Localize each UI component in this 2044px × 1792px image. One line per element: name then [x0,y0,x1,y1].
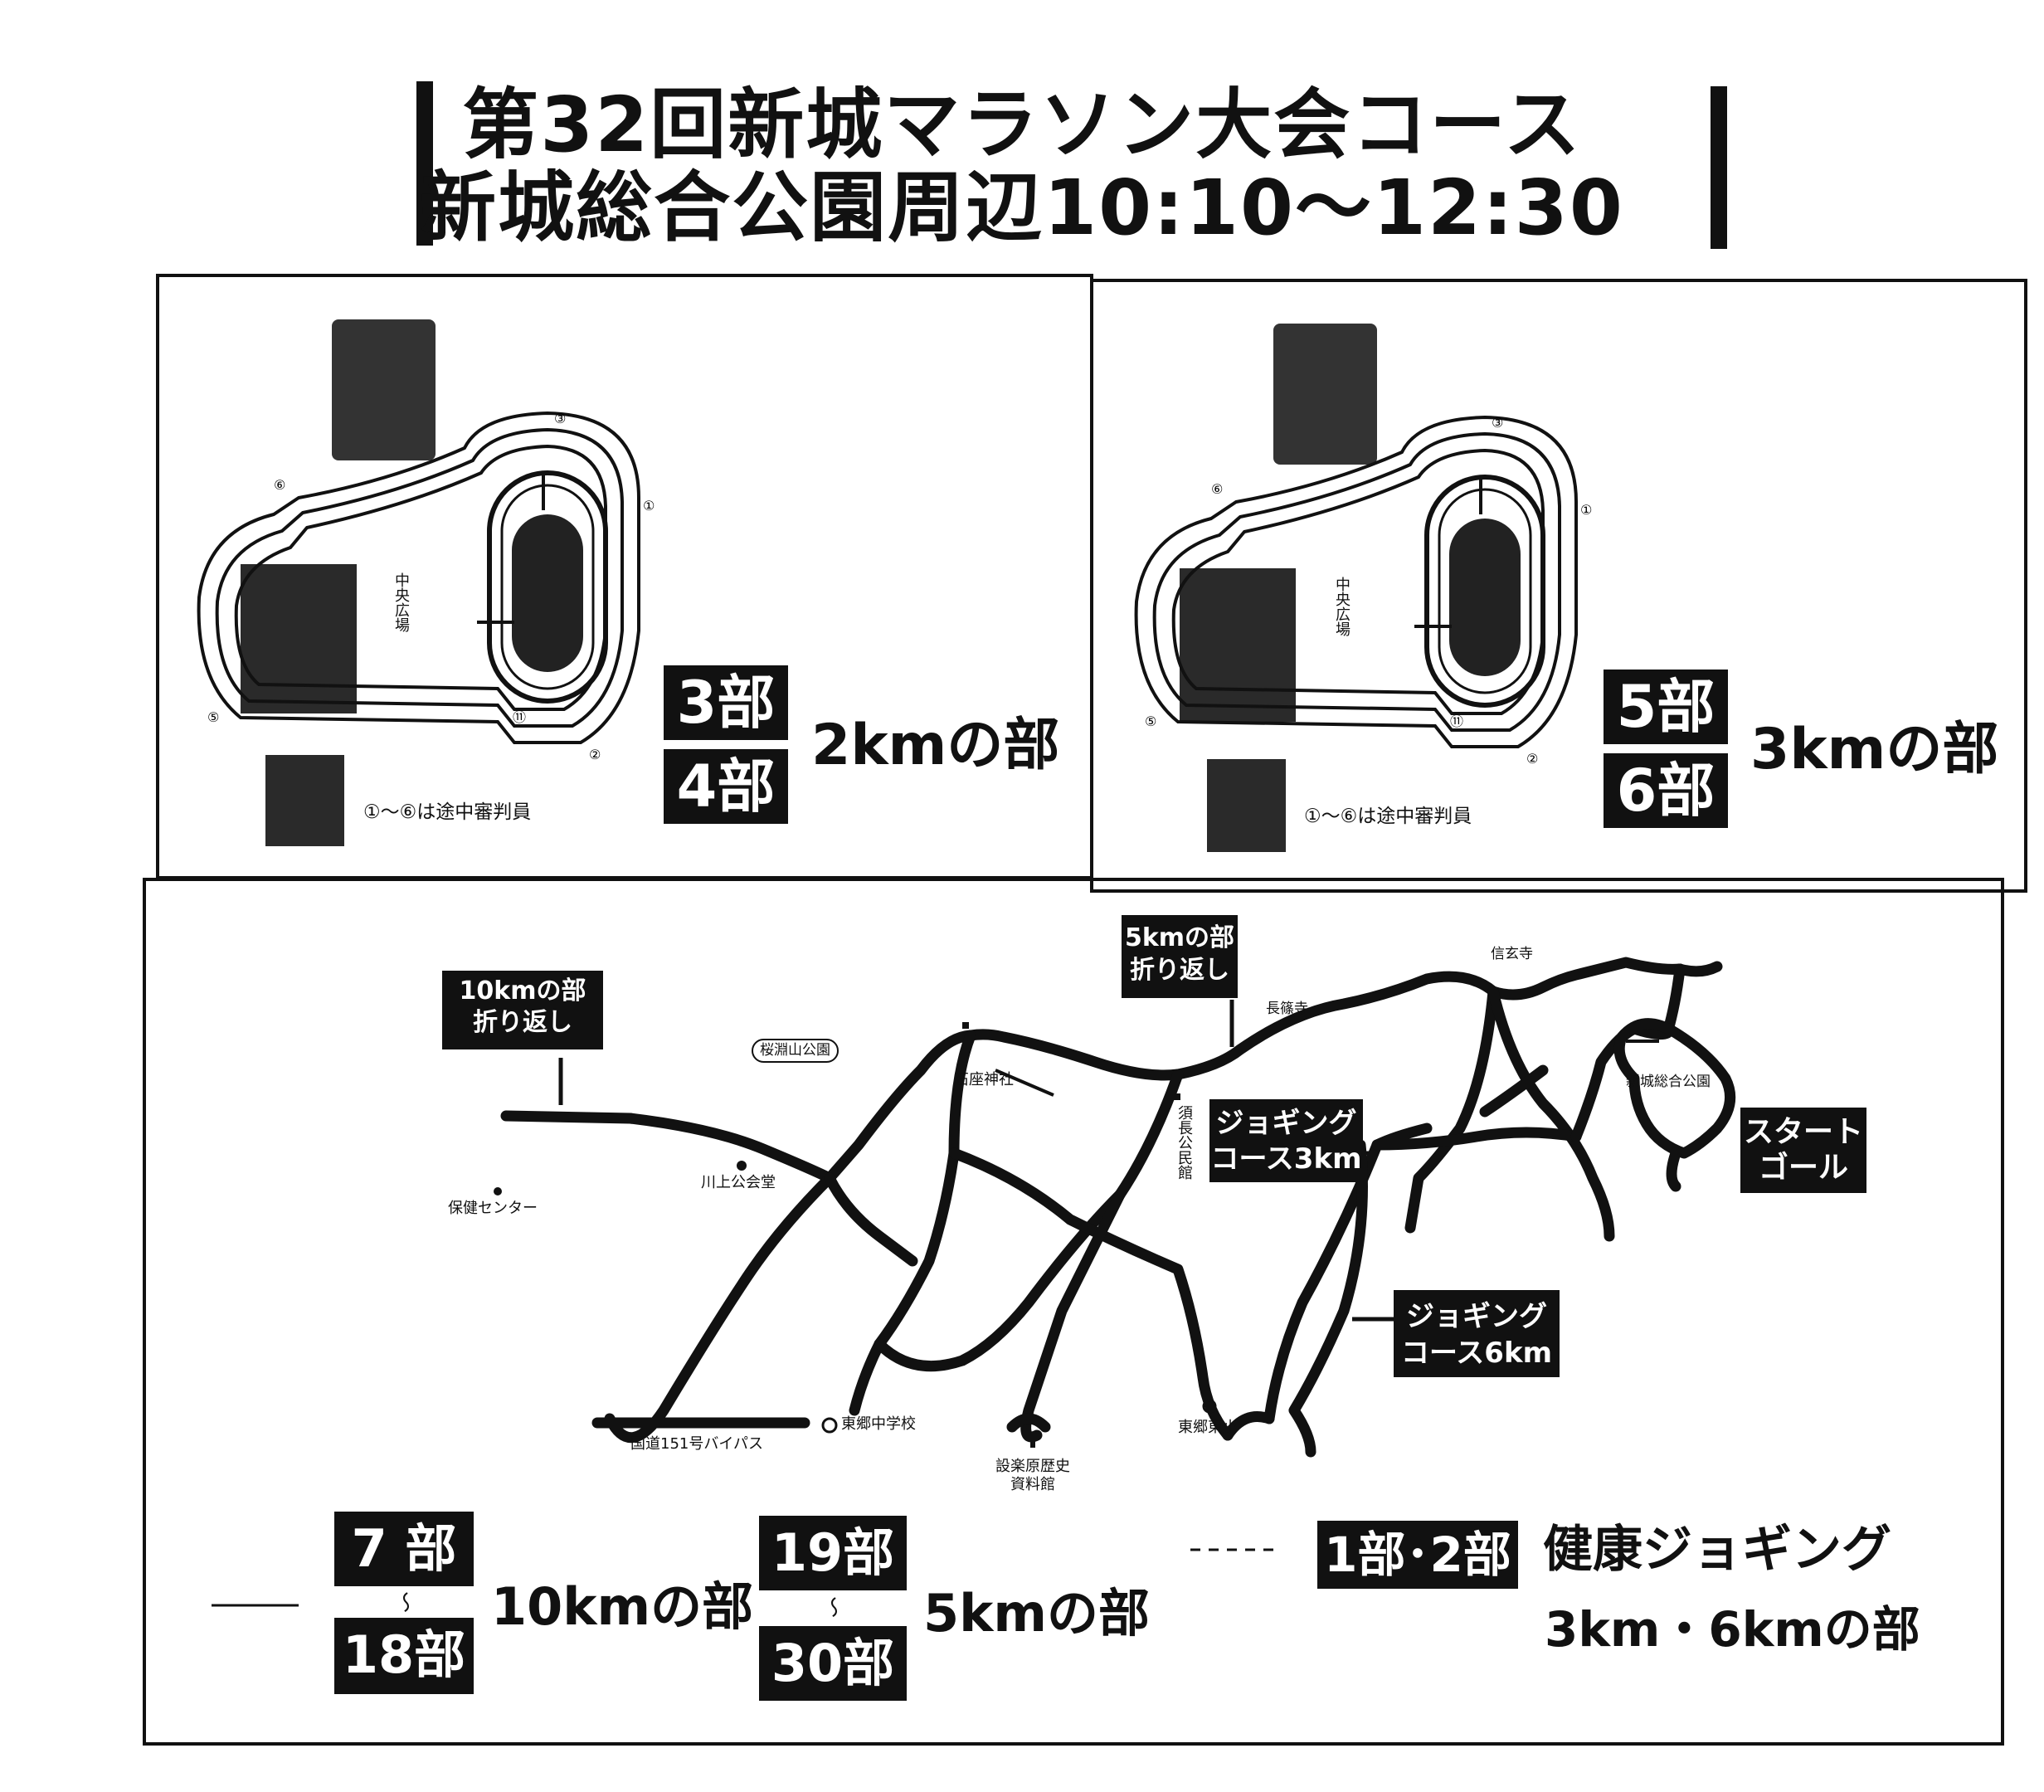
badge-5bu: 5部 [1604,670,1728,744]
place-marker-icon [494,1187,502,1195]
oval-track [1424,475,1545,708]
referee-note-3km: ①～⑥は途中審判員 [1304,806,1472,827]
place-shrine: 石座神社 [954,1071,1014,1088]
jog3-callout: ジョギング コース3km [1209,1099,1363,1182]
badge-30bu: 30部 [759,1626,907,1701]
panel-3km-frame [1090,279,2027,893]
school-marker-icon [1202,1399,1217,1414]
school-marker-icon [821,1417,838,1434]
svg-text:①: ① [643,498,655,514]
place-temple-2: 信玄寺 [1491,946,1533,962]
title-bar-left [416,81,433,246]
plaza-label-3km: 中央広場 [1333,577,1350,636]
title-bar-right [1711,86,1727,249]
place-togo-east-elementary: 東郷東小 [1178,1419,1238,1436]
field-block-icon [1180,568,1296,722]
place-health-center: 保健センター [448,1200,538,1217]
place-sogo-park: 新城総合公園 [1626,1074,1711,1090]
plaza-label-2km: 中央広場 [392,572,410,632]
parking-block-icon [1207,759,1286,852]
start-goal-callout: スタート ゴール [1740,1108,1866,1193]
place-marker-icon [737,1161,747,1171]
svg-text:⑤: ⑤ [207,709,219,725]
parking-block-icon [265,755,344,846]
tilde-5km: ～ [820,1596,844,1618]
place-sunaga-hall: 須長公民館 [1175,1105,1193,1180]
svg-text:③: ③ [1492,415,1503,431]
badge-4bu: 4部 [664,749,788,824]
badge-6bu: 6部 [1604,753,1728,828]
page-title-line1: 第32回新城マラソン大会コース [462,80,1582,169]
badge-3bu: 3部 [664,665,788,740]
svg-text:⑪: ⑪ [513,709,526,725]
place-shitaragahara-museum: 設楽原歴史資料館 [995,1458,1070,1493]
svg-text:⑪: ⑪ [1450,713,1463,729]
turn-5km-callout: 5kmの部 折り返し [1122,915,1238,998]
badge-19bu: 19部 [759,1516,907,1590]
turn-10km-callout: 10kmの部 折り返し [442,971,603,1049]
label-2km: 2kmの部 [811,713,1060,778]
parking-block-icon [332,319,436,460]
place-route151-bypass: 国道151号バイパス [630,1435,763,1453]
place-mountain-park: 桜淵山公園 [752,1039,839,1063]
label-3km: 3kmの部 [1750,717,1999,782]
oval-track [487,470,608,704]
svg-text:⑤: ⑤ [1145,713,1156,729]
place-temple-1: 長篠寺 [1266,1001,1308,1017]
label-10km: 10kmの部 [491,1576,754,1637]
label-5km: 5kmの部 [923,1583,1150,1643]
hall-marker-icon [1174,1093,1180,1100]
svg-text:②: ② [589,747,601,762]
label-jog-distances: 3km・6kmの部 [1545,1601,1920,1658]
place-togo-junior-high: 東郷中学校 [841,1415,916,1433]
page-title-line2: 新城総合公園周辺10:10～12:30 [420,163,1624,252]
svg-text:⑥: ⑥ [1211,481,1223,497]
parking-block-icon [1273,324,1377,465]
referee-note-2km: ①～⑥は途中審判員 [363,801,532,823]
badge-18bu: 18部 [334,1618,474,1694]
museum-marker-icon [1030,1441,1035,1448]
label-health-jogging: 健康ジョギング [1543,1521,1891,1579]
field-block-icon [241,564,357,713]
panel-map-frame [143,878,2004,1746]
svg-text:⑥: ⑥ [274,477,285,493]
tilde-10km: ～ [392,1591,416,1613]
svg-text:③: ③ [554,411,566,426]
svg-text:①: ① [1580,502,1592,518]
badge-1bu-2bu: 1部･2部 [1317,1521,1518,1589]
place-kawakami-hall: 川上公会堂 [701,1174,776,1191]
svg-text:②: ② [1526,751,1538,767]
shrine-marker-icon [962,1022,969,1029]
badge-7bu: 7 部 [334,1512,474,1586]
jog6-callout: ジョギング コース6km [1394,1290,1560,1377]
